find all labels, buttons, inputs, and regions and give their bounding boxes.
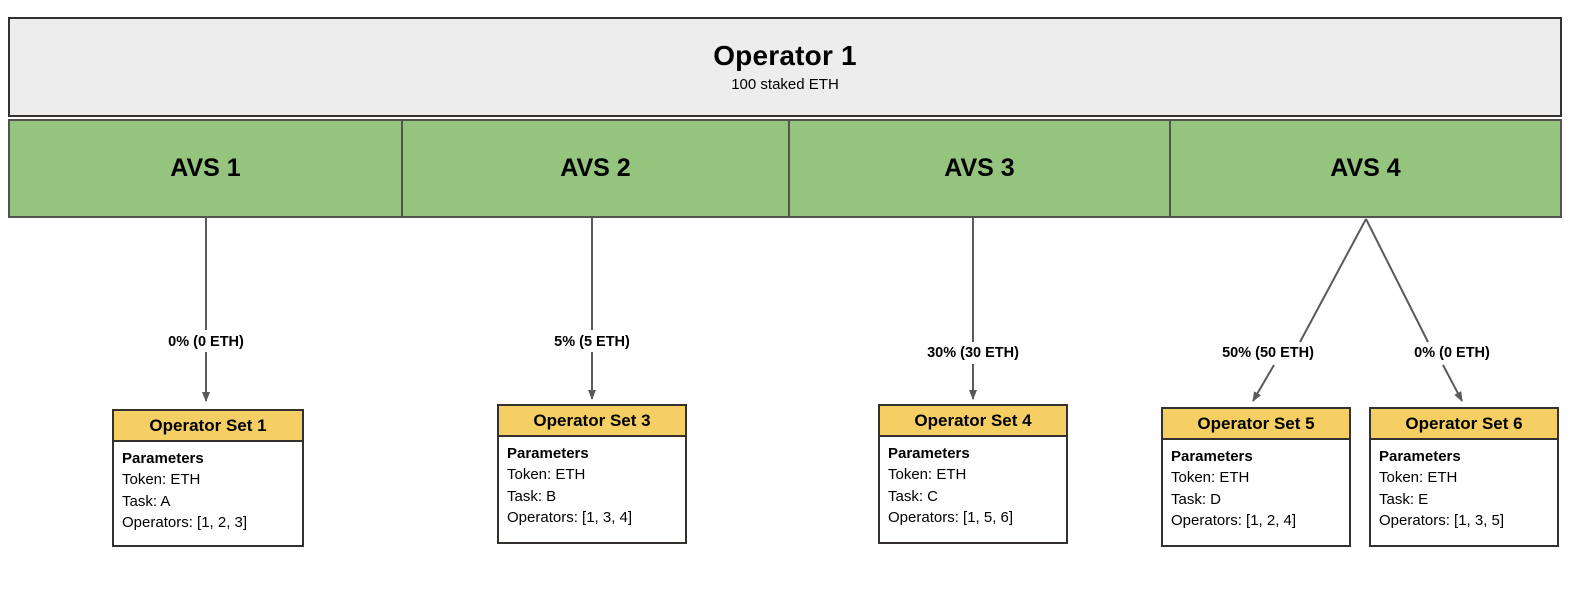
task-line-3: Task: B [507,487,557,505]
avs-label-2: AVS 2 [560,154,631,182]
operator-set-header-6: Operator Set 6 [1371,409,1557,440]
parameters-heading-4: Parameters [888,445,970,462]
parameters-heading-3: Parameters [507,445,589,462]
edge-avs4-to-opset5 [1252,218,1367,402]
parameters-heading-5: Parameters [1171,448,1253,465]
operators-line-3: Operators: [1, 3, 4] [507,508,633,526]
token-line-3: Token: ETH [507,466,586,484]
operator-set-body-4: Parameters Token: ETH Task: C Operators:… [880,437,1066,542]
edge-label-avs2-opset3: 5% (5 ETH) [551,334,633,351]
avs-node-3[interactable]: AVS 3 [788,119,1171,218]
operators-line-6: Operators: [1, 3, 5] [1379,511,1505,529]
operator-set-title-4: Operator Set 4 [914,411,1032,430]
operator-set-title-5: Operator Set 5 [1197,414,1315,433]
operator-set-body-1: Parameters Token: ETH Task: A Operators:… [114,442,302,545]
operator-set-title-3: Operator Set 3 [533,411,651,430]
operator-set-title-1: Operator Set 1 [149,416,267,435]
token-line-5: Token: ETH [1171,469,1250,487]
operator-set-node-6[interactable]: Operator Set 6 Parameters Token: ETH Tas… [1369,407,1559,547]
task-line-1: Task: A [122,492,171,510]
operator-set-header-4: Operator Set 4 [880,406,1066,437]
task-line-6: Task: E [1379,490,1429,508]
operator-set-node-1[interactable]: Operator Set 1 Parameters Token: ETH Tas… [112,409,304,547]
operator-set-header-3: Operator Set 3 [499,406,685,437]
operators-line-5: Operators: [1, 2, 4] [1171,511,1297,529]
avs-label-3: AVS 3 [944,154,1015,182]
operators-line-4: Operators: [1, 5, 6] [888,508,1014,526]
operator-stake: 100 staked ETH [731,76,839,94]
operator-set-body-5: Parameters Token: ETH Task: D Operators:… [1163,440,1349,545]
edge-label-avs3-opset4: 30% (30 ETH) [924,345,1022,362]
avs-node-4[interactable]: AVS 4 [1169,119,1562,218]
task-line-4: Task: C [888,487,939,505]
edge-avs4-to-opset6 [1365,218,1463,402]
token-line-6: Token: ETH [1379,469,1458,487]
operator-set-header-1: Operator Set 1 [114,411,302,442]
token-line-4: Token: ETH [888,466,967,484]
operator-set-body-6: Parameters Token: ETH Task: E Operators:… [1371,440,1557,545]
parameters-heading-6: Parameters [1379,448,1461,465]
avs-node-1[interactable]: AVS 1 [8,119,403,218]
avs-node-2[interactable]: AVS 2 [401,119,790,218]
operator-set-header-5: Operator Set 5 [1163,409,1349,440]
avs-label-4: AVS 4 [1330,154,1401,182]
operator-set-node-3[interactable]: Operator Set 3 Parameters Token: ETH Tas… [497,404,687,544]
avs-row: AVS 1 AVS 2 AVS 3 AVS 4 [8,119,1562,218]
avs-label-1: AVS 1 [170,154,241,182]
operator-set-node-4[interactable]: Operator Set 4 Parameters Token: ETH Tas… [878,404,1068,544]
edge-label-avs4-opset5: 50% (50 ETH) [1219,345,1317,362]
operator-node: Operator 1 100 staked ETH [8,17,1562,117]
operator-set-node-5[interactable]: Operator Set 5 Parameters Token: ETH Tas… [1161,407,1351,547]
parameters-heading-1: Parameters [122,450,204,467]
edge-label-avs1-opset1: 0% (0 ETH) [165,334,247,351]
operator-set-title-6: Operator Set 6 [1405,414,1523,433]
operator-set-body-3: Parameters Token: ETH Task: B Operators:… [499,437,685,542]
operator-name: Operator 1 [713,40,857,72]
token-line-1: Token: ETH [122,471,201,489]
operators-line-1: Operators: [1, 2, 3] [122,513,248,531]
edge-label-avs4-opset6: 0% (0 ETH) [1411,345,1493,362]
task-line-5: Task: D [1171,490,1222,508]
